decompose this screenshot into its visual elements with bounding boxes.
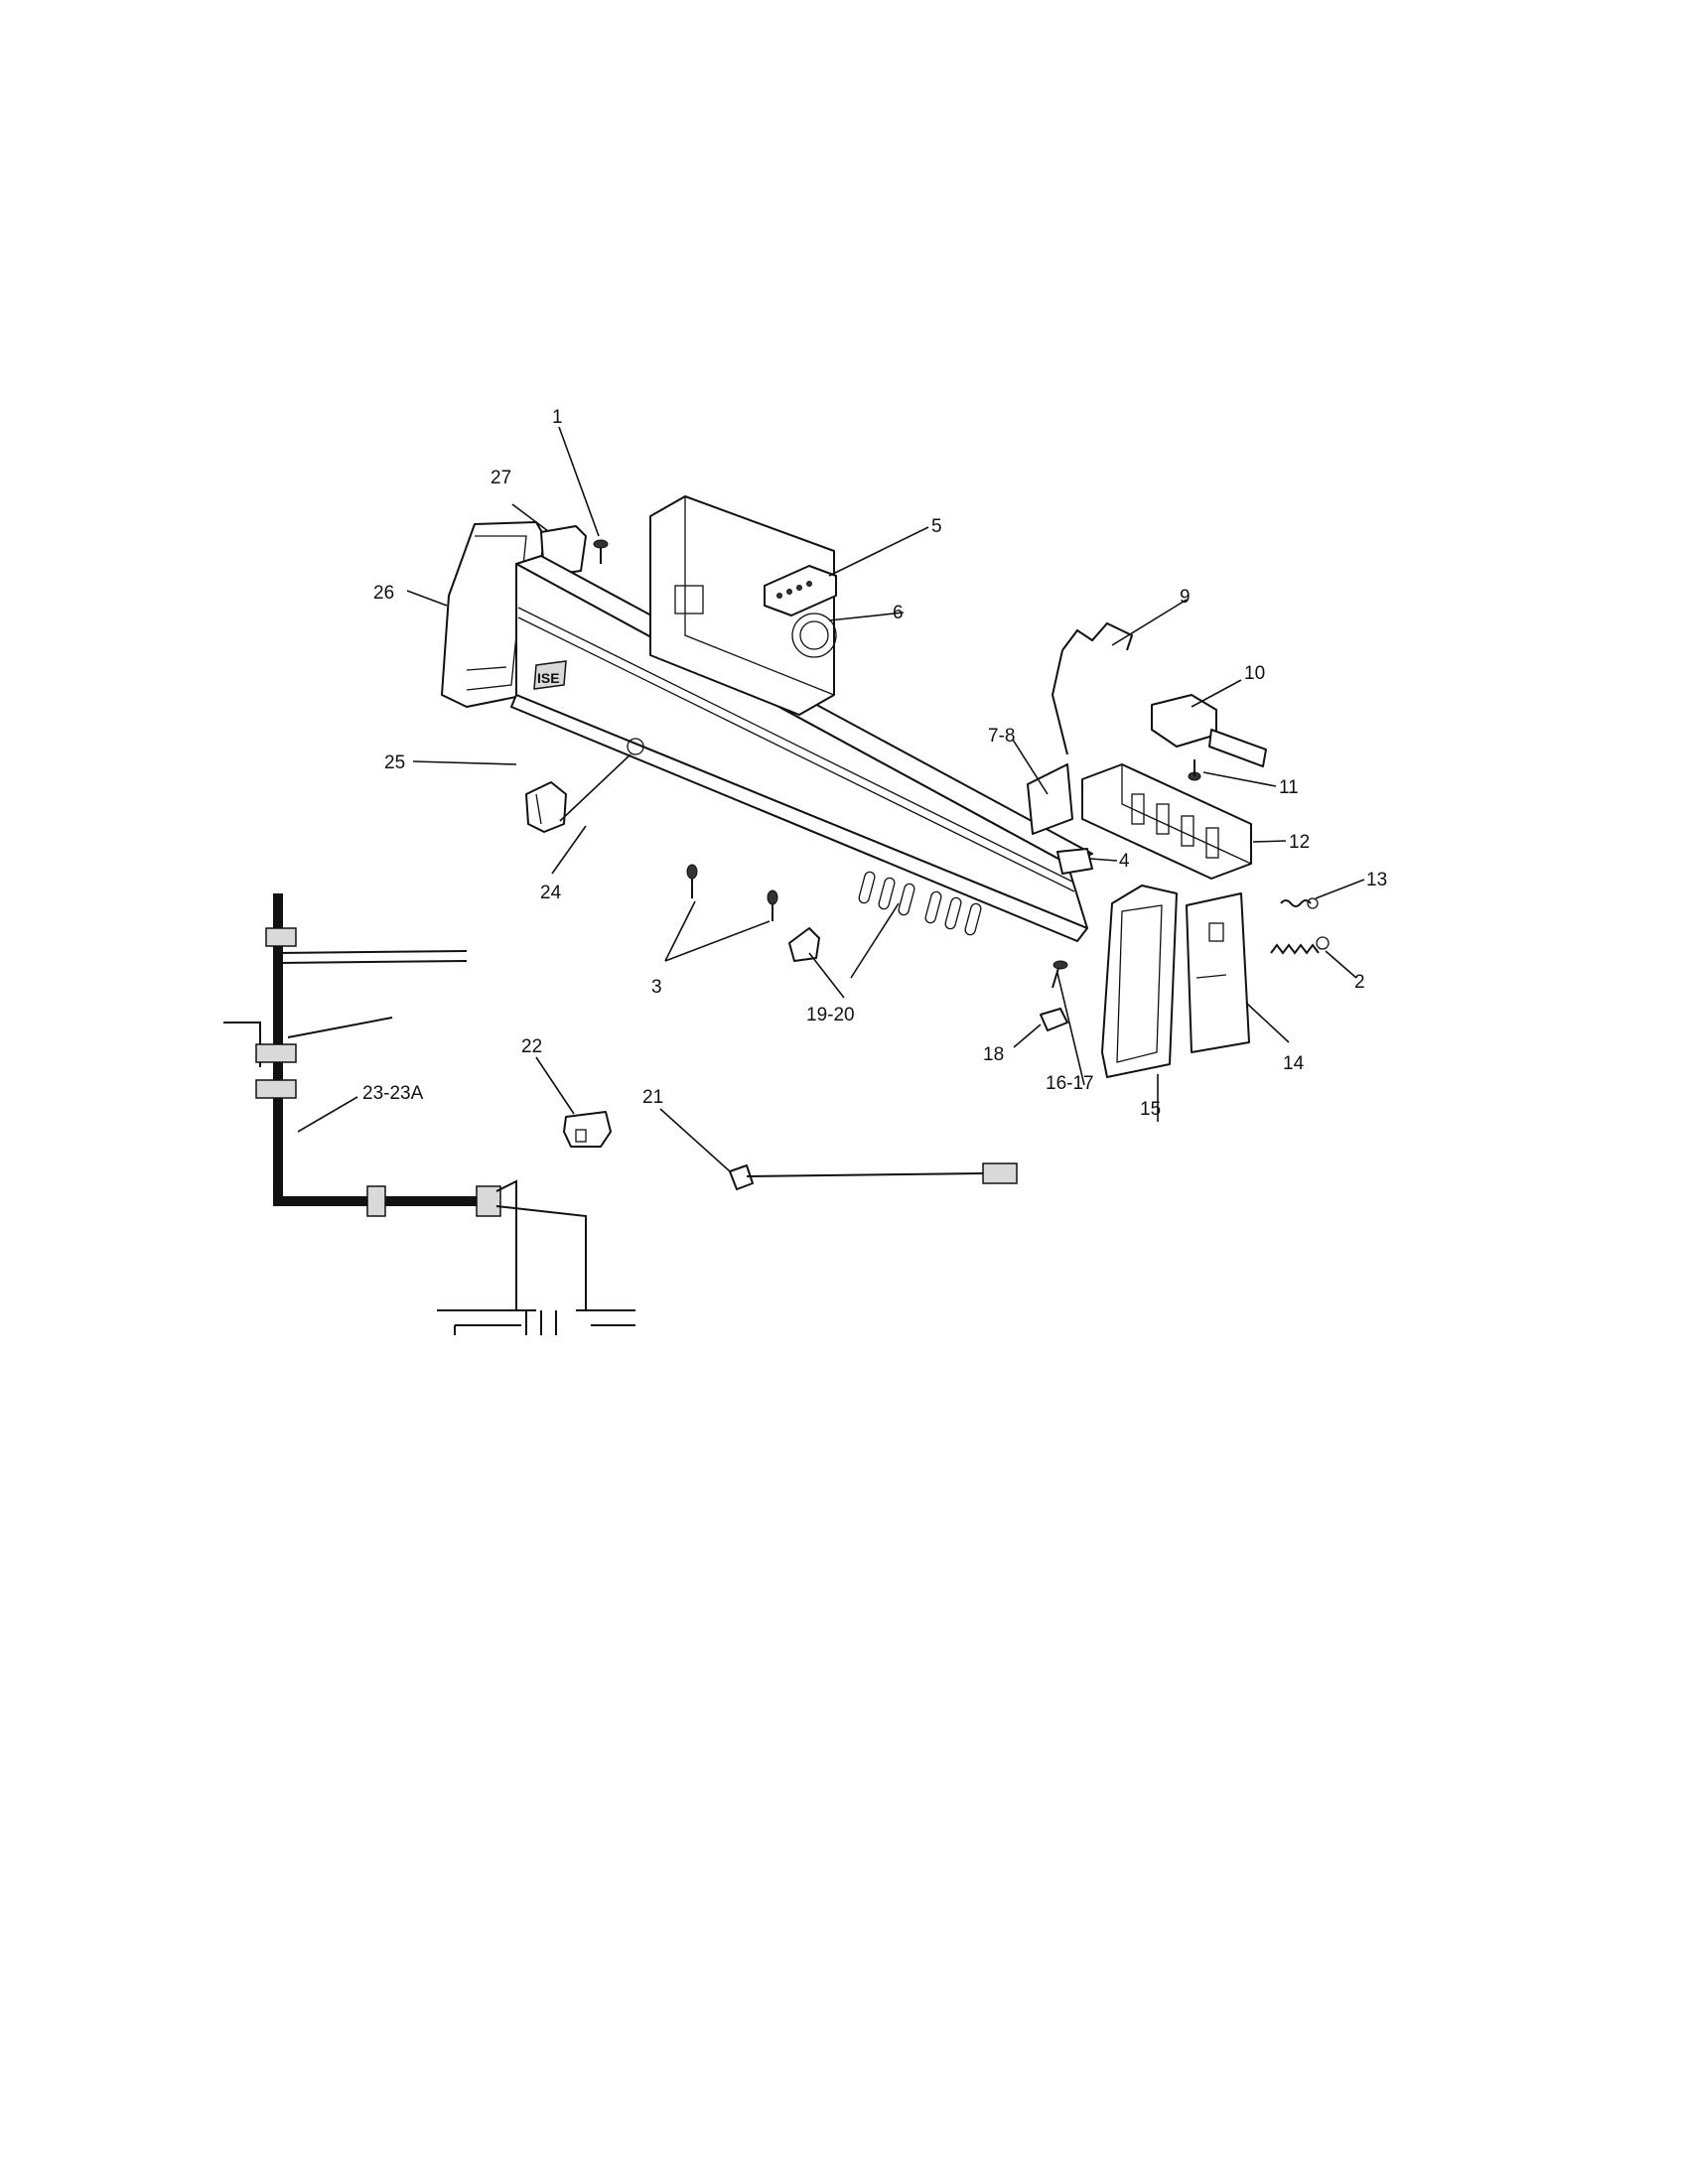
callout-25: 25: [384, 752, 405, 773]
knob: [525, 781, 567, 833]
switch-assembly: [1081, 763, 1252, 880]
lever-part: [1151, 694, 1267, 767]
callout-2: 2: [1354, 972, 1365, 993]
screw-lever: [1188, 759, 1201, 781]
callout-4: 4: [1119, 851, 1130, 872]
clip: [1040, 1008, 1068, 1031]
callout-19-20: 19-20: [806, 1005, 855, 1025]
callout-7-8: 7-8: [988, 726, 1015, 747]
callout-27: 27: [491, 468, 511, 488]
right-bracket: [1186, 892, 1250, 1053]
button-slots: [858, 871, 982, 936]
callout-21: 21: [642, 1087, 663, 1108]
panel-badge-plate: [533, 660, 567, 690]
callout-10: 10: [1244, 663, 1265, 684]
callout-1: 1: [552, 407, 563, 428]
spring-clip: [1280, 897, 1319, 909]
callout-24: 24: [540, 883, 562, 903]
panel-badge: ISE: [537, 670, 560, 686]
callout-18: 18: [983, 1044, 1004, 1065]
connector-block: [764, 565, 837, 616]
screw-top: [593, 539, 609, 564]
callout-22: 22: [521, 1036, 542, 1057]
callout-26: 26: [373, 583, 394, 604]
callout-16-17: 16-17: [1046, 1073, 1094, 1094]
callout-15: 15: [1140, 1099, 1161, 1120]
leader-lines: [297, 426, 1365, 1172]
timer-module: [649, 495, 837, 716]
screw-end: [1052, 960, 1068, 989]
panel-end-strip: [1056, 848, 1093, 875]
wire-harness: [223, 893, 635, 1335]
spring: [1270, 936, 1330, 955]
panel-screws: [686, 864, 778, 921]
callout-14: 14: [1283, 1053, 1305, 1074]
callout-13: 13: [1366, 870, 1387, 890]
callout-9: 9: [1180, 587, 1191, 608]
panel-knob-hole: [627, 738, 644, 755]
callout-23-23a: 23-23A: [362, 1083, 424, 1104]
wire-clip: [1051, 621, 1134, 755]
callout-labels: 1 27 26 25 24 5 6 9 10 7-8 11 12 4 13 2 …: [362, 407, 1387, 1120]
right-end-cap: [1101, 885, 1178, 1078]
callout-6: 6: [893, 603, 904, 623]
push-button: [788, 927, 820, 962]
callout-11: 11: [1279, 777, 1299, 798]
callout-3: 3: [651, 977, 662, 998]
callout-5: 5: [931, 516, 942, 537]
ground-cable: [729, 1162, 1018, 1190]
callout-12: 12: [1289, 832, 1310, 853]
connector-plug: [563, 1111, 612, 1148]
